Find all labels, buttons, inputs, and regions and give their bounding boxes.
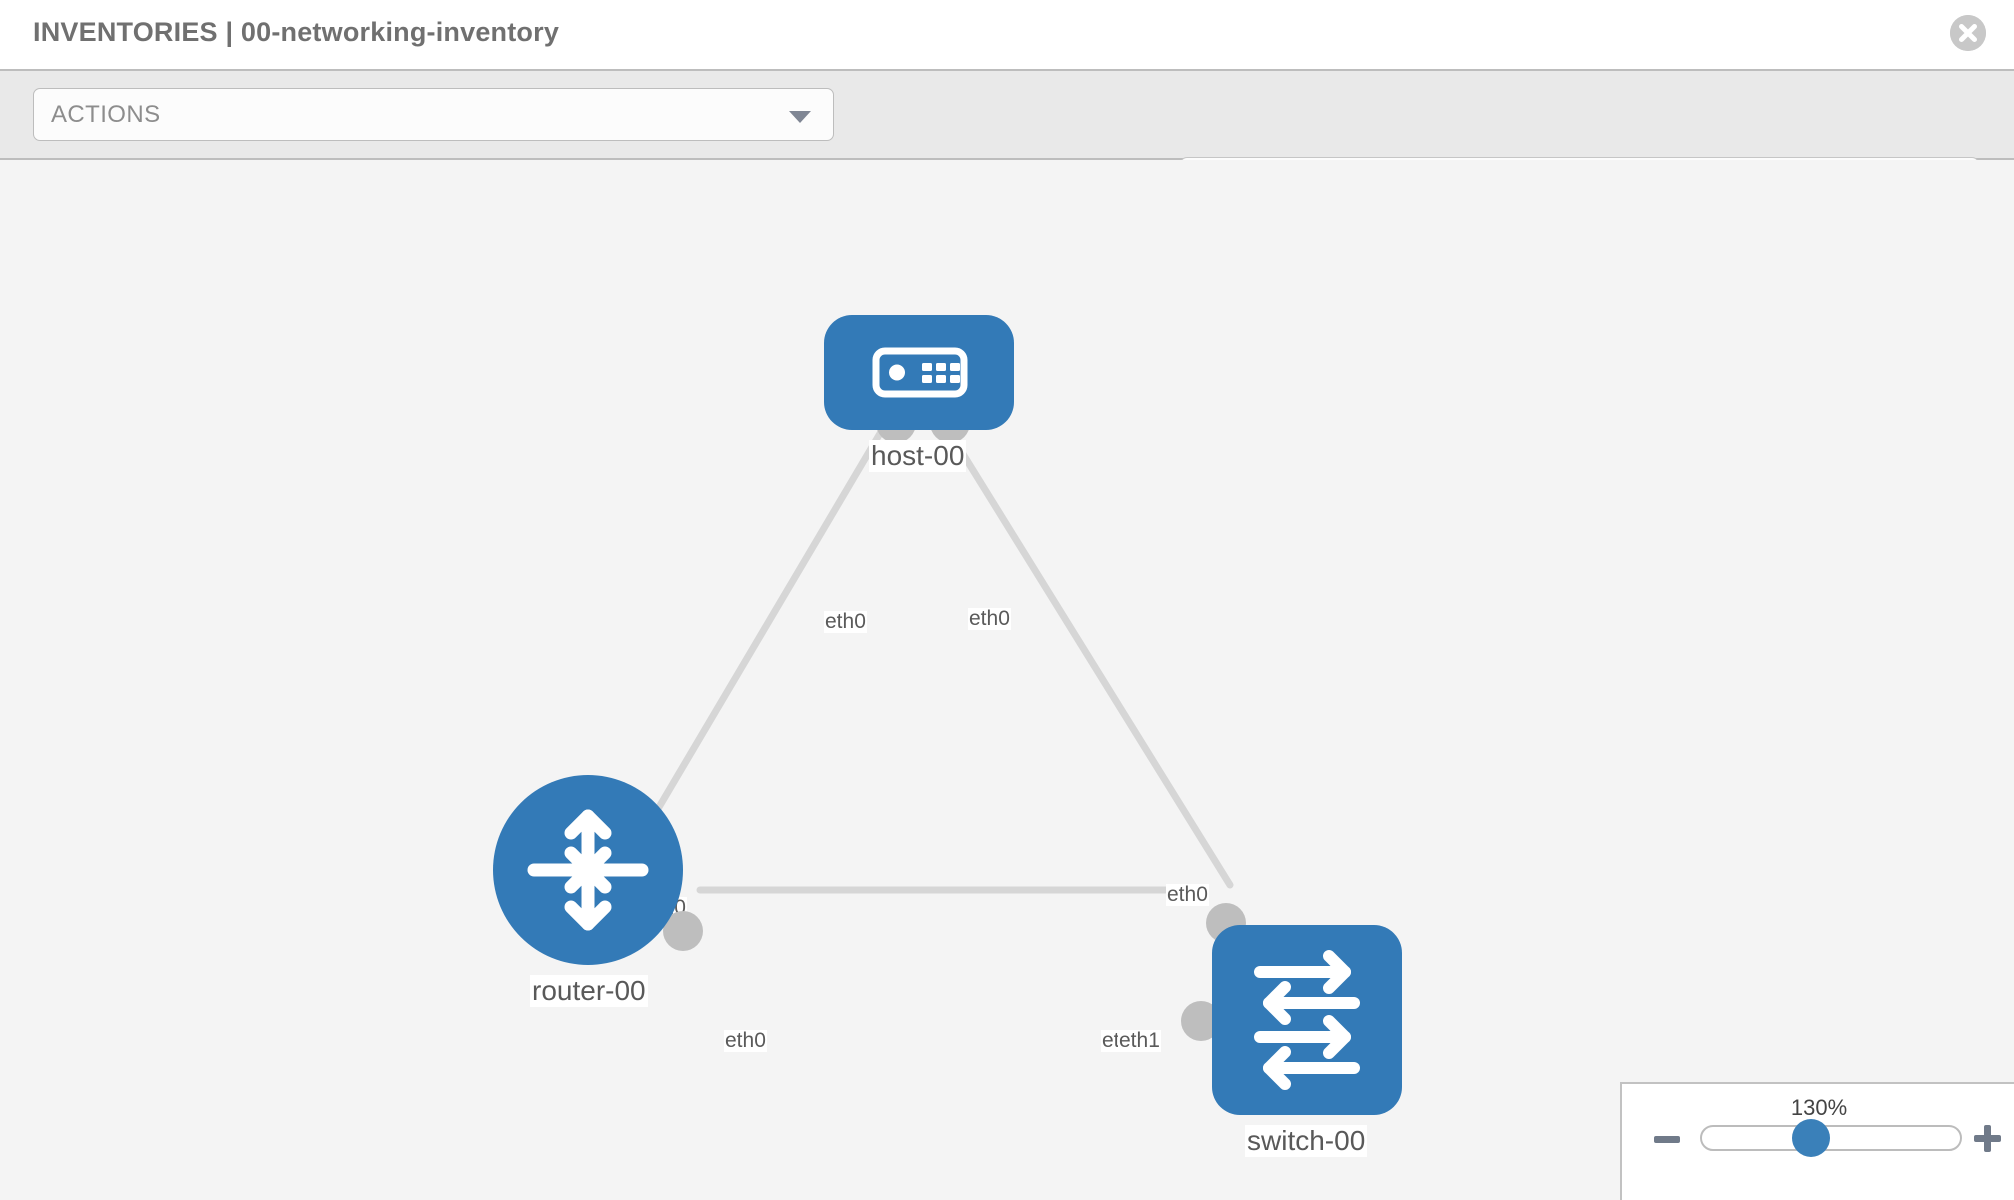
node-host-00[interactable]: host-00 bbox=[824, 315, 1014, 525]
zoom-control-panel: 130% bbox=[1620, 1082, 2014, 1200]
node-router-00[interactable]: router-00 bbox=[493, 775, 723, 1007]
node-label-switch-00: switch-00 bbox=[1245, 1125, 1368, 1157]
node-label-host-00: host-00 bbox=[869, 440, 967, 472]
toolbar: ACTIONS bbox=[0, 69, 2014, 210]
edge-label-switch-upper: eth0 bbox=[1166, 883, 1209, 907]
close-icon[interactable] bbox=[1950, 15, 1986, 51]
switch-node-shape bbox=[1212, 925, 1402, 1115]
page-title: INVENTORIES | 00-networking-inventory bbox=[33, 17, 560, 47]
edge-label-switch-left: eth1 bbox=[1118, 1029, 1161, 1053]
edge-label-host-right: eth0 bbox=[968, 607, 1011, 631]
edge-label-router-right: eth0 bbox=[724, 1029, 767, 1053]
zoom-slider-thumb[interactable] bbox=[1792, 1119, 1830, 1157]
zoom-percent-label: 130% bbox=[1790, 1095, 1848, 1120]
switch-arrows-icon bbox=[1254, 950, 1360, 1090]
server-icon bbox=[872, 347, 968, 398]
actions-dropdown-label: ACTIONS bbox=[51, 101, 161, 128]
node-switch-00[interactable]: switch-00 bbox=[1181, 903, 1420, 1157]
edge-label-host-left: eth0 bbox=[824, 610, 867, 634]
zoom-in-button[interactable] bbox=[1974, 1125, 2001, 1152]
zoom-out-button[interactable] bbox=[1654, 1136, 1680, 1143]
zoom-slider-track[interactable] bbox=[1700, 1125, 1962, 1151]
topology-canvas[interactable]: host-00 eth0 eth0 eth0 eth0 bbox=[0, 160, 2014, 1200]
router-arrows-icon bbox=[527, 809, 649, 931]
chevron-down-icon bbox=[789, 111, 811, 123]
router-node-shape bbox=[493, 775, 683, 965]
node-label-router-00: router-00 bbox=[530, 975, 648, 1007]
actions-dropdown[interactable]: ACTIONS bbox=[33, 88, 834, 141]
host-node-shape bbox=[824, 315, 1014, 430]
page-header: INVENTORIES | 00-networking-inventory bbox=[0, 0, 2014, 69]
